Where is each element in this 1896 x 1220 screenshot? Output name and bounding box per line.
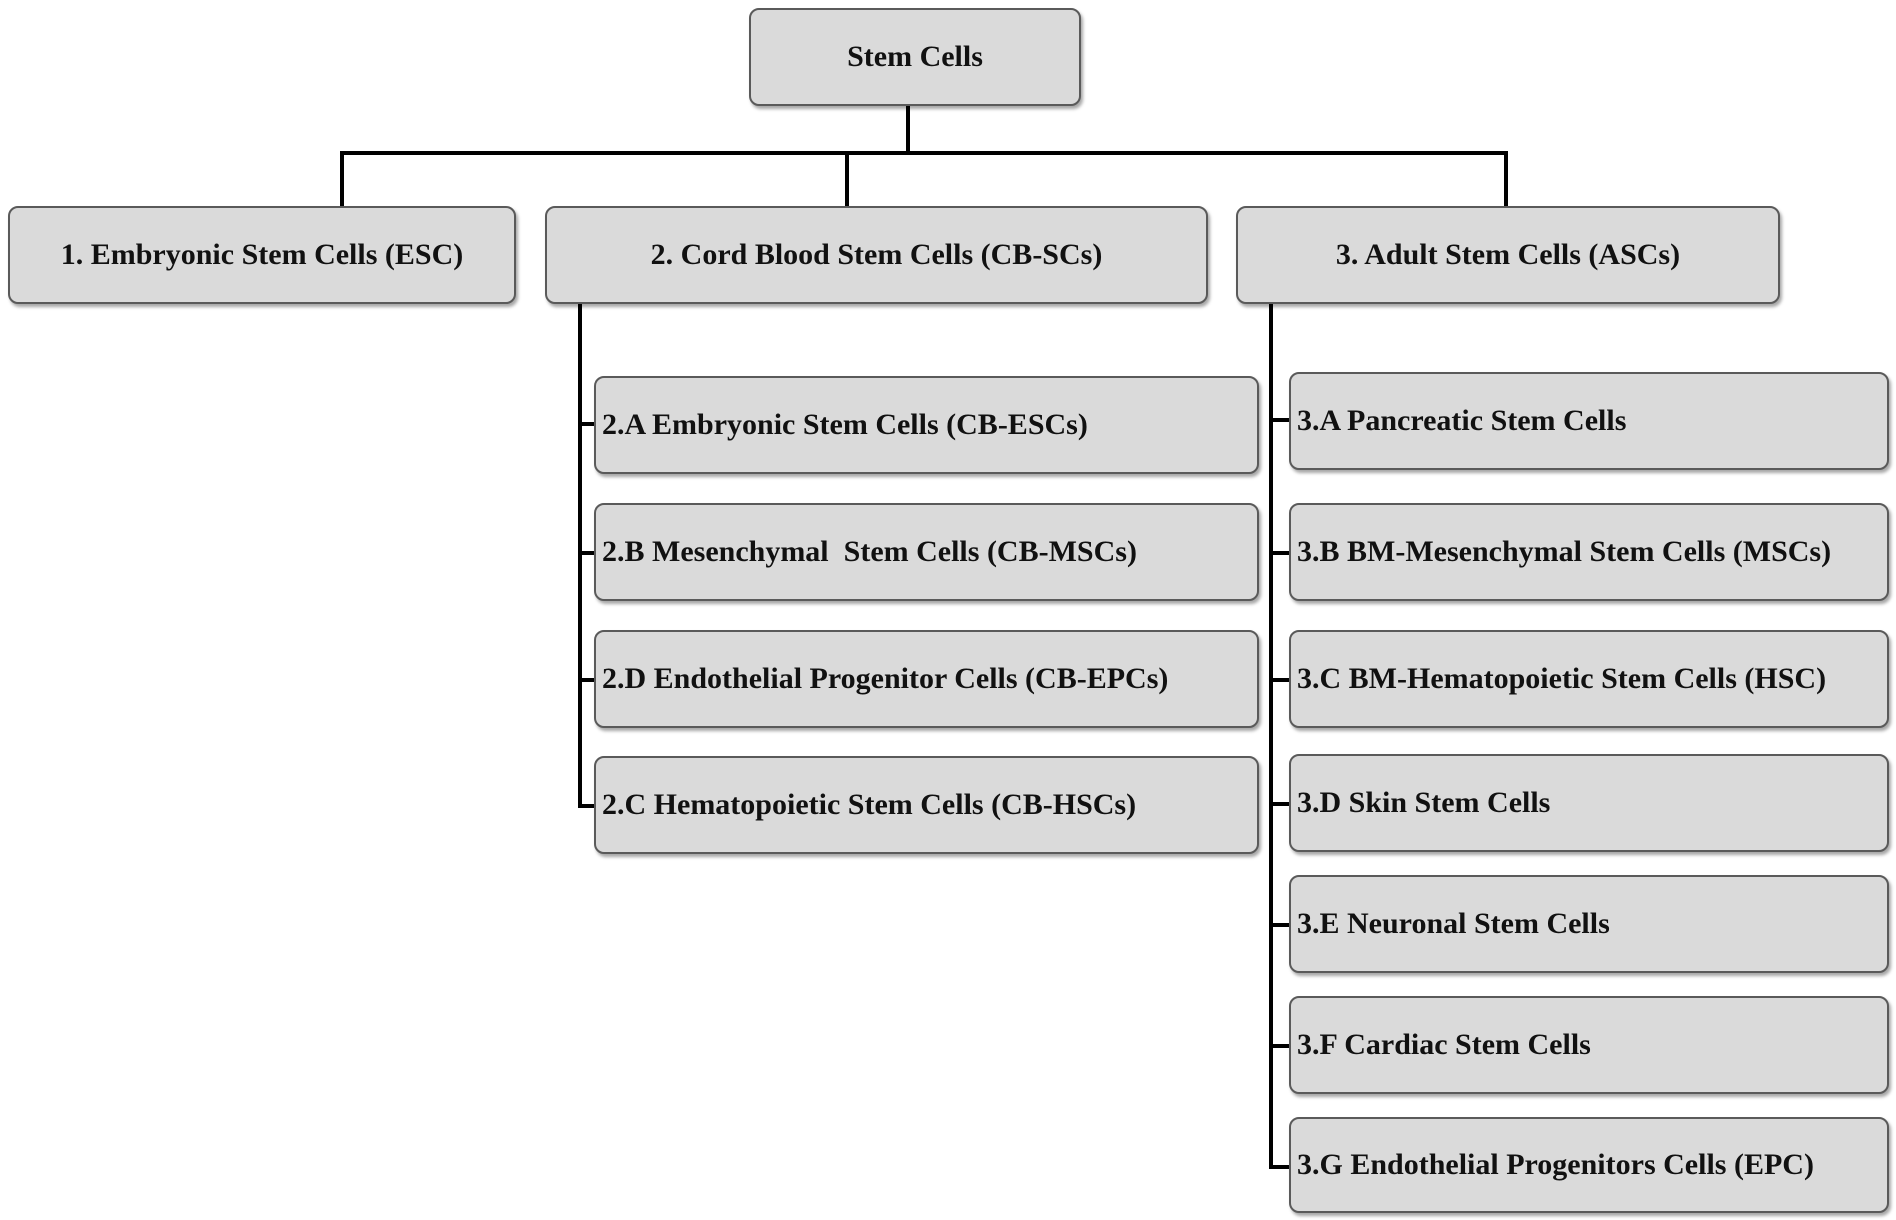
adult-child-3e: 3.E Neuronal Stem Cells — [1289, 875, 1889, 973]
category-embryonic: 1. Embryonic Stem Cells (ESC) — [8, 206, 516, 304]
category-adult: 3. Adult Stem Cells (ASCs) — [1236, 206, 1780, 304]
cord-blood-child-2b: 2.B Mesenchymal Stem Cells (CB-MSCs) — [594, 503, 1259, 601]
cord-blood-child-2c: 2.C Hematopoietic Stem Cells (CB-HSCs) — [594, 756, 1259, 854]
adult-child-3c: 3.C BM-Hematopoietic Stem Cells (HSC) — [1289, 630, 1889, 728]
adult-child-3d: 3.D Skin Stem Cells — [1289, 754, 1889, 852]
cord-blood-child-2a: 2.A Embryonic Stem Cells (CB-ESCs) — [594, 376, 1259, 474]
adult-child-3f: 3.F Cardiac Stem Cells — [1289, 996, 1889, 1094]
category-cord-blood: 2. Cord Blood Stem Cells (CB-SCs) — [545, 206, 1208, 304]
root-node: Stem Cells — [749, 8, 1081, 106]
adult-child-3a: 3.A Pancreatic Stem Cells — [1289, 372, 1889, 470]
adult-child-3b: 3.B BM-Mesenchymal Stem Cells (MSCs) — [1289, 503, 1889, 601]
adult-child-3g: 3.G Endothelial Progenitors Cells (EPC) — [1289, 1117, 1889, 1213]
cord-blood-child-2d: 2.D Endothelial Progenitor Cells (CB-EPC… — [594, 630, 1259, 728]
